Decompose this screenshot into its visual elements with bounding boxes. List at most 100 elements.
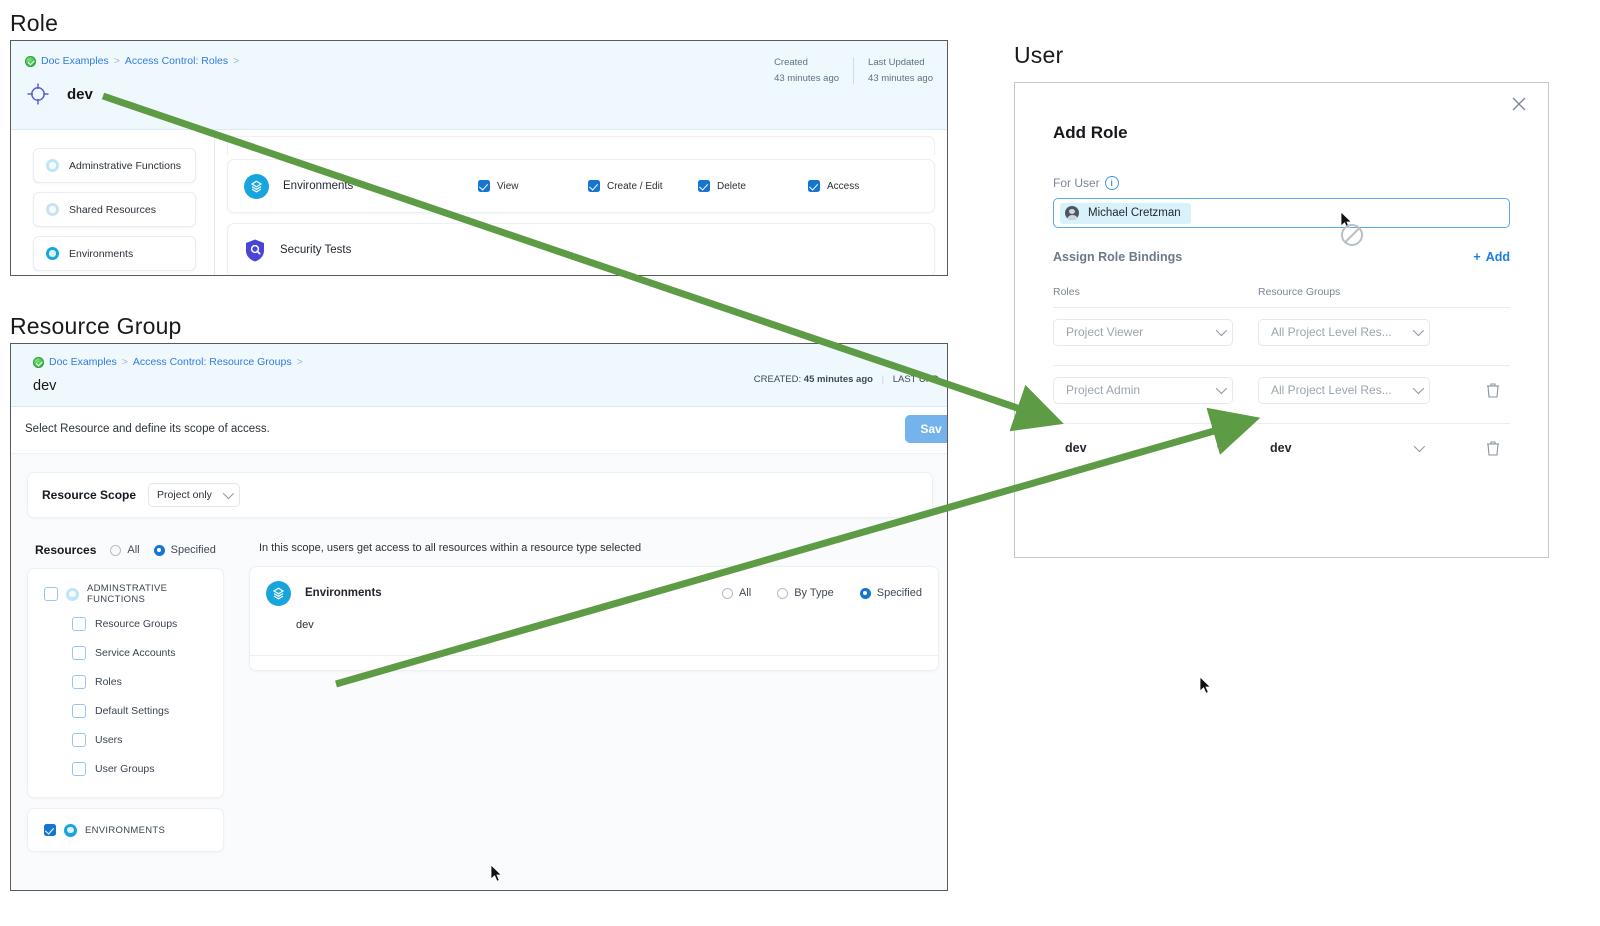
- resource-group-title: dev: [33, 378, 57, 394]
- role-value: Project Admin: [1066, 383, 1141, 397]
- avatar: [1065, 206, 1079, 220]
- role-panel: Doc Examples > Access Control: Roles > d…: [10, 40, 948, 276]
- checkbox-icon[interactable]: [44, 587, 58, 601]
- checkbox-icon[interactable]: [72, 732, 86, 747]
- chevron-down-icon: [1216, 440, 1229, 453]
- checkbox-icon[interactable]: [72, 761, 86, 776]
- env-option-by-type[interactable]: By Type: [777, 587, 834, 599]
- tree-item-label: Resource Groups: [95, 617, 178, 630]
- radio-icon[interactable]: [777, 587, 789, 599]
- chevron-down-icon: [222, 487, 235, 500]
- environments-icon: [266, 580, 291, 606]
- meta-updated-label: Last Updated: [868, 57, 925, 68]
- dialog-title: Add Role: [1053, 123, 1128, 142]
- checkbox-icon[interactable]: [698, 180, 710, 192]
- permission-checkbox-group: View Create / Edit Delete Access: [478, 180, 918, 192]
- breadcrumb-item-1[interactable]: Access Control: Resource Groups: [132, 356, 292, 368]
- no-drop-cursor-icon: [1341, 224, 1363, 246]
- tree-item-label: Default Settings: [95, 704, 170, 717]
- resource-tree-environments[interactable]: ENVIRONMENTS: [27, 808, 224, 852]
- tree-item-resource-groups[interactable]: Resource Groups: [28, 609, 223, 638]
- env-option-label: By Type: [794, 587, 834, 599]
- tree-item-roles[interactable]: Roles: [28, 667, 223, 696]
- close-icon[interactable]: [1510, 95, 1528, 113]
- category-item-environments[interactable]: Environments: [33, 236, 196, 271]
- role-value: Project Viewer: [1066, 325, 1144, 339]
- meta-updated-value: 43 minutes ago: [868, 73, 933, 84]
- user-select-field[interactable]: Michael Cretzman: [1053, 198, 1510, 228]
- category-label: Environments: [69, 247, 134, 260]
- category-item-administrative-functions[interactable]: Adminstrative Functions: [33, 148, 196, 183]
- radio-icon-selected[interactable]: [153, 544, 165, 556]
- for-user-label-row: For User i: [1053, 176, 1510, 190]
- permission-view[interactable]: View: [478, 180, 588, 192]
- project-status-icon: [33, 356, 44, 368]
- radio-icon-selected[interactable]: [859, 587, 871, 599]
- role-select[interactable]: Project Viewer: [1053, 318, 1233, 346]
- divider: [1053, 423, 1510, 424]
- resource-group-value: dev: [1270, 441, 1292, 455]
- chevron-down-icon: [1412, 382, 1425, 395]
- resource-group-select[interactable]: All Project Level Res...: [1258, 318, 1430, 346]
- resource-group-body: Resource Scope Project only Resources Al…: [11, 454, 947, 890]
- checkbox-icon[interactable]: [72, 674, 86, 689]
- env-option-label: All: [738, 587, 752, 599]
- checkbox-icon[interactable]: [808, 180, 820, 192]
- resources-option-specified[interactable]: Specified: [153, 544, 216, 556]
- resource-scope-select[interactable]: Project only: [148, 483, 241, 507]
- save-button[interactable]: Sav: [905, 415, 947, 443]
- tree-item-users[interactable]: Users: [28, 725, 223, 754]
- assign-role-bindings-label: Assign Role Bindings: [1053, 250, 1183, 264]
- checkbox-icon-checked[interactable]: [44, 824, 56, 836]
- meta-divider: |: [881, 374, 885, 385]
- env-option-specified[interactable]: Specified: [859, 587, 922, 599]
- role-select[interactable]: dev: [1053, 440, 1233, 455]
- checkbox-icon[interactable]: [72, 645, 86, 660]
- resources-option-all[interactable]: All: [110, 544, 140, 556]
- resource-group-select[interactable]: dev: [1258, 440, 1430, 455]
- category-label: Shared Resources: [69, 203, 156, 216]
- role-panel-header: Doc Examples > Access Control: Roles > d…: [11, 41, 947, 130]
- checkbox-icon[interactable]: [72, 616, 86, 631]
- checkbox-icon[interactable]: [588, 180, 600, 192]
- breadcrumb[interactable]: Doc Examples > Access Control: Roles >: [11, 41, 947, 67]
- tree-group-header[interactable]: ADMINSTRATIVE FUNCTIONS: [28, 583, 223, 605]
- breadcrumb[interactable]: Doc Examples > Access Control: Resource …: [11, 344, 947, 368]
- breadcrumb-item-1[interactable]: Access Control: Roles: [124, 55, 229, 67]
- resource-group-select[interactable]: All Project Level Res...: [1258, 376, 1430, 404]
- permission-label: View: [497, 180, 519, 192]
- checkbox-icon[interactable]: [478, 180, 490, 192]
- resource-row-environments[interactable]: Environments View Create / Edit Delete: [227, 159, 935, 213]
- radio-icon[interactable]: [721, 587, 733, 599]
- checkbox-icon[interactable]: [72, 703, 86, 718]
- add-role-dialog: Add Role For User i Michael Cretzman Ass…: [1014, 82, 1549, 558]
- resource-row-security-tests[interactable]: Security Tests: [227, 223, 935, 275]
- info-icon[interactable]: i: [1104, 176, 1119, 190]
- tree-item-default-settings[interactable]: Default Settings: [28, 696, 223, 725]
- tree-item-service-accounts[interactable]: Service Accounts: [28, 638, 223, 667]
- binding-row: Project Admin All Project Level Res...: [1053, 366, 1510, 414]
- chevron-down-icon: [1412, 324, 1425, 337]
- permission-create-edit[interactable]: Create / Edit: [588, 180, 698, 192]
- add-binding-button[interactable]: + Add: [1473, 250, 1510, 264]
- binding-row: Project Viewer All Project Level Res...: [1053, 308, 1510, 356]
- permission-delete[interactable]: Delete: [698, 180, 808, 192]
- breadcrumb-item-0[interactable]: Doc Examples: [41, 55, 109, 67]
- breadcrumb-item-0[interactable]: Doc Examples: [49, 356, 117, 368]
- column-header-resource-groups: Resource Groups: [1258, 286, 1341, 298]
- tree-group-label: ADMINSTRATIVE FUNCTIONS: [87, 583, 168, 605]
- resource-group-subheader: Select Resource and define its scope of …: [11, 407, 947, 454]
- permission-access[interactable]: Access: [808, 180, 918, 192]
- env-option-all[interactable]: All: [721, 587, 752, 599]
- category-item-shared-resources[interactable]: Shared Resources: [33, 192, 196, 227]
- radio-icon[interactable]: [110, 544, 122, 556]
- breadcrumb-separator: >: [233, 55, 240, 67]
- user-chip[interactable]: Michael Cretzman: [1060, 202, 1191, 224]
- tree-item-user-groups[interactable]: User Groups: [28, 754, 223, 783]
- delete-binding-button[interactable]: [1486, 382, 1500, 398]
- role-select[interactable]: Project Admin: [1053, 376, 1233, 404]
- delete-binding-button[interactable]: [1486, 440, 1500, 456]
- environments-icon: [244, 173, 269, 199]
- caption-role: Role: [10, 10, 59, 36]
- environments-value: dev: [296, 619, 314, 631]
